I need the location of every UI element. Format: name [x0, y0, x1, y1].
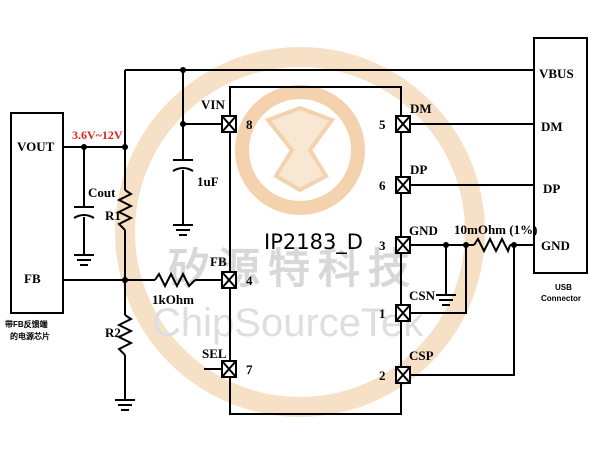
junction-dots: [81, 67, 517, 283]
usb-title-line2: Connector: [541, 294, 581, 303]
source-ic-box: [10, 112, 64, 314]
pin-dm-num: 5: [379, 117, 386, 132]
source-caption-line1: 带FB反馈端: [5, 319, 48, 329]
rsense-label: 10mOhm (1%): [454, 222, 537, 237]
rfb-resistor: [154, 271, 196, 289]
vin-capacitor: [172, 159, 194, 172]
pin-gnd-num: 3: [379, 238, 386, 253]
voltage-range-label: 3.6V~12V: [72, 128, 123, 142]
usb-connector-box: [533, 37, 588, 274]
vin-cap-label: 1uF: [197, 174, 219, 189]
pin-csp-name: CSP: [409, 348, 434, 363]
pin-fb-num: 4: [246, 273, 253, 288]
source-fb-label: FB: [24, 271, 41, 286]
ground-symbols: [74, 224, 456, 411]
source-vout-label: VOUT: [17, 139, 55, 154]
pin-box-gnd: [395, 236, 411, 254]
pin-box-vin: [221, 115, 237, 133]
watermark-en: ChipSourceTek: [152, 301, 424, 345]
pin-box-dp: [395, 176, 411, 194]
pin-box-fb: [221, 271, 237, 289]
usb-gnd-label: GND: [541, 238, 570, 253]
r1-resistor: [116, 189, 134, 231]
rsense-resistor: [473, 236, 511, 254]
pin-sel-name: SEL: [202, 346, 227, 361]
usb-title-line1: USB: [555, 283, 572, 292]
cout-label: Cout: [88, 185, 116, 200]
pin-dp-num: 6: [379, 178, 386, 193]
pin-box-dm: [395, 115, 411, 133]
chip-name: IP2183_D: [264, 230, 363, 255]
r2-label: R2: [105, 325, 121, 340]
pin-box-csp: [395, 366, 411, 384]
pin-box-csn: [395, 304, 411, 322]
source-caption-line2: 的电源芯片: [10, 331, 50, 341]
pin-dp-name: DP: [410, 162, 427, 177]
pin-vin-num: 8: [246, 117, 253, 132]
cout-capacitor: [73, 206, 95, 219]
r2-resistor: [116, 314, 134, 356]
pin-gnd-name: GND: [409, 223, 438, 238]
usb-dp-label: DP: [543, 181, 560, 196]
pin-csn-num: 1: [379, 306, 386, 321]
watermark-cn: 矽源特科技: [168, 244, 418, 293]
r1-label: R1: [105, 208, 121, 223]
wires: [63, 69, 534, 400]
pin-csp-num: 2: [379, 368, 386, 383]
pin-box-sel: [221, 360, 237, 378]
pin-fb-name: FB: [210, 254, 227, 269]
pin-vin-name: VIN: [201, 97, 225, 112]
pin-csn-name: CSN: [409, 288, 436, 303]
pin-dm-name: DM: [410, 101, 432, 116]
usb-vbus-label: VBUS: [539, 66, 574, 81]
rfb-label: 1kOhm: [152, 292, 194, 307]
usb-dm-label: DM: [541, 119, 563, 134]
pin-sel-num: 7: [246, 362, 253, 377]
